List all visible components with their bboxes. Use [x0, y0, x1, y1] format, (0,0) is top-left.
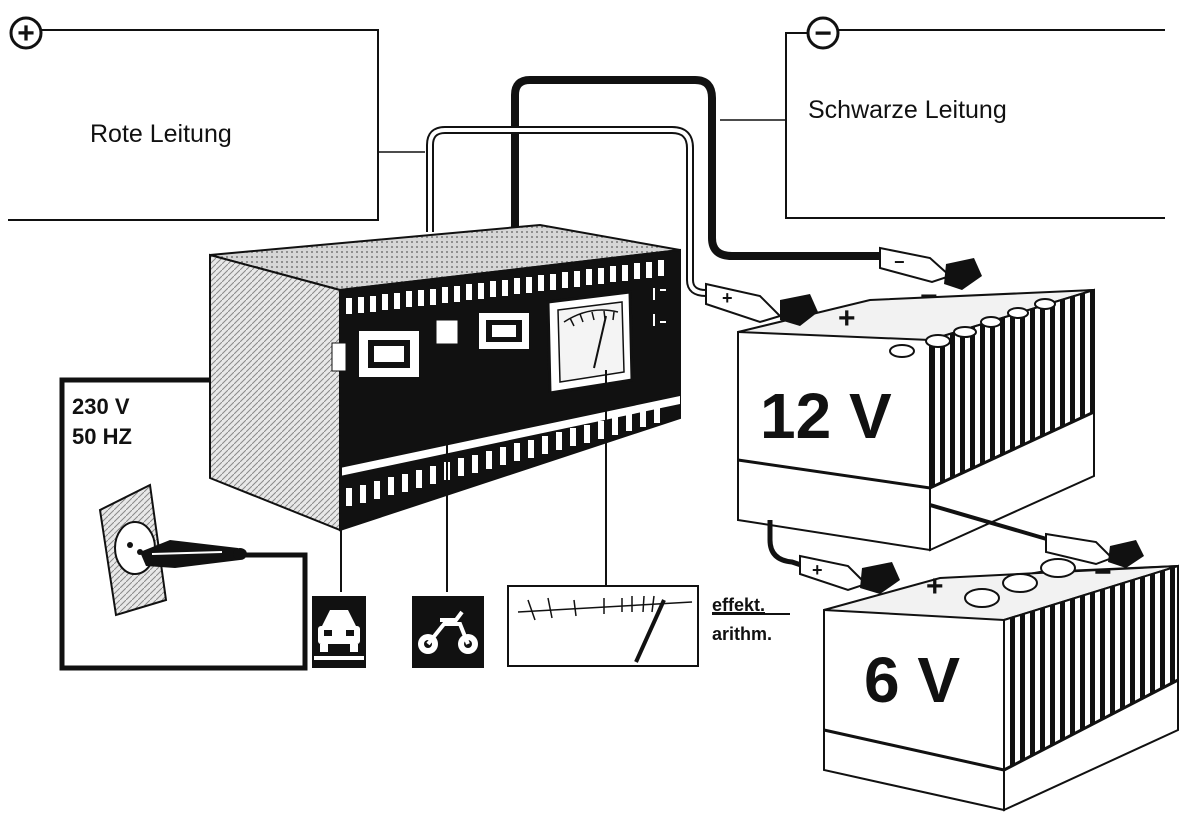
mode-indicator-lamp: [435, 319, 459, 345]
wall-socket-icon: [98, 483, 168, 617]
positive-clamp-6v: +: [799, 554, 900, 594]
battery-6v-minus-mark: −: [1094, 556, 1112, 589]
negative-clamp-sign: −: [894, 252, 905, 272]
callout-leaders: [378, 119, 786, 153]
battery-6v-plus-mark: +: [926, 570, 944, 603]
battery-6v-caps: [964, 558, 1076, 608]
mains-plug-icon: [140, 540, 247, 568]
meter-arithmetic-label: arithm.: [712, 624, 772, 644]
minus-terminal-sign: −: [814, 17, 832, 50]
battery-6v-label: 6 V: [864, 644, 960, 716]
series-link-cables: [767, 503, 1051, 569]
black-charging-cable: [511, 76, 880, 260]
supply-voltage-label: 230 V: [72, 394, 130, 419]
battery-12v-label: 12 V: [760, 380, 892, 452]
ammeter: [546, 290, 634, 395]
ammeter-scale-icon: [507, 585, 699, 667]
battery-12v-caps: [889, 298, 1056, 358]
front-vent-top: [346, 260, 664, 314]
red-lead-label: Rote Leitung: [90, 120, 232, 148]
control-leaders: [340, 344, 607, 592]
black-lead-callout: − Schwarze Leitung: [785, 16, 1165, 219]
negative-clamp-6v: [1045, 532, 1144, 568]
battery-6v: + − 6 V: [823, 556, 1179, 812]
mains-supply: 230 V 50 HZ: [59, 377, 308, 671]
mains-cable: [59, 377, 308, 671]
battery-12v-minus-mark: −: [920, 280, 938, 313]
meter-effective-label: effekt.: [712, 595, 765, 615]
black-lead-label: Schwarze Leitung: [808, 96, 1007, 124]
negative-clamp-12v: −: [879, 246, 982, 290]
battery-charger: [209, 223, 681, 532]
positive-clamp-6v-sign: +: [812, 560, 823, 580]
motorcycle-icon: [412, 596, 484, 668]
battery-12v-plus-mark: +: [838, 302, 856, 335]
motorcycle-mode-switch[interactable]: [477, 311, 531, 351]
cables: [426, 76, 880, 297]
red-lead-callout: + Rote Leitung: [8, 16, 379, 221]
positive-clamp-12v: +: [705, 282, 818, 326]
meter-mode-labels: effekt. arithm.: [712, 595, 790, 644]
plus-terminal-sign: +: [17, 17, 35, 50]
supply-frequency-label: 50 HZ: [72, 424, 132, 449]
positive-clamp-sign: +: [722, 288, 733, 308]
car-icon: [312, 596, 366, 668]
car-mode-switch[interactable]: [357, 329, 421, 379]
plus-terminal-icon: [9, 16, 43, 50]
power-indicator-lamp: [331, 342, 347, 372]
